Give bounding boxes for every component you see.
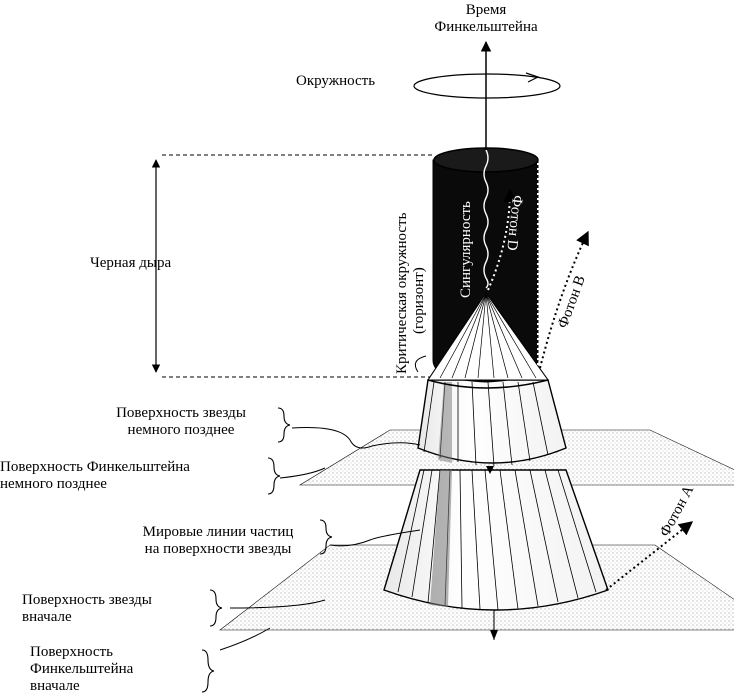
star-surface-later-label: Поверхность звезды немного позднее bbox=[116, 405, 246, 438]
critical-line2: (горизонт) bbox=[411, 267, 427, 334]
axis-title-line2: Финкельштейна bbox=[434, 19, 538, 35]
axis-title-line1: Время bbox=[465, 2, 507, 18]
photon-a-path bbox=[605, 521, 694, 591]
finkelstein-surface-initial-label: Поверхность Финкельштейна вначале bbox=[30, 644, 134, 694]
star-cone-upper bbox=[417, 379, 567, 464]
singularity-line bbox=[483, 149, 489, 289]
critical-circumference-label: Критическая окружность (горизонт) bbox=[394, 213, 428, 374]
finkelstein-surface-later-label: Поверхность Финкельштейна немного поздне… bbox=[0, 459, 190, 492]
circumference-label: Окружность bbox=[296, 73, 376, 89]
singularity-label: Сингулярность bbox=[458, 201, 474, 298]
black-hole-label: Черная дыра bbox=[90, 255, 172, 271]
axis-title: Время Финкельштейна bbox=[400, 2, 572, 36]
star-surface-initial-label: Поверхность звезды вначале bbox=[22, 592, 152, 625]
critical-line1: Критическая окружность bbox=[394, 212, 410, 374]
photon-c-label: Фотон C bbox=[544, 195, 560, 250]
photon-b-path bbox=[539, 230, 589, 369]
photon-d-path bbox=[487, 188, 517, 291]
worldlines-label: Мировые линии частиц на поверхности звез… bbox=[142, 524, 294, 557]
circumference-ring bbox=[413, 73, 561, 99]
